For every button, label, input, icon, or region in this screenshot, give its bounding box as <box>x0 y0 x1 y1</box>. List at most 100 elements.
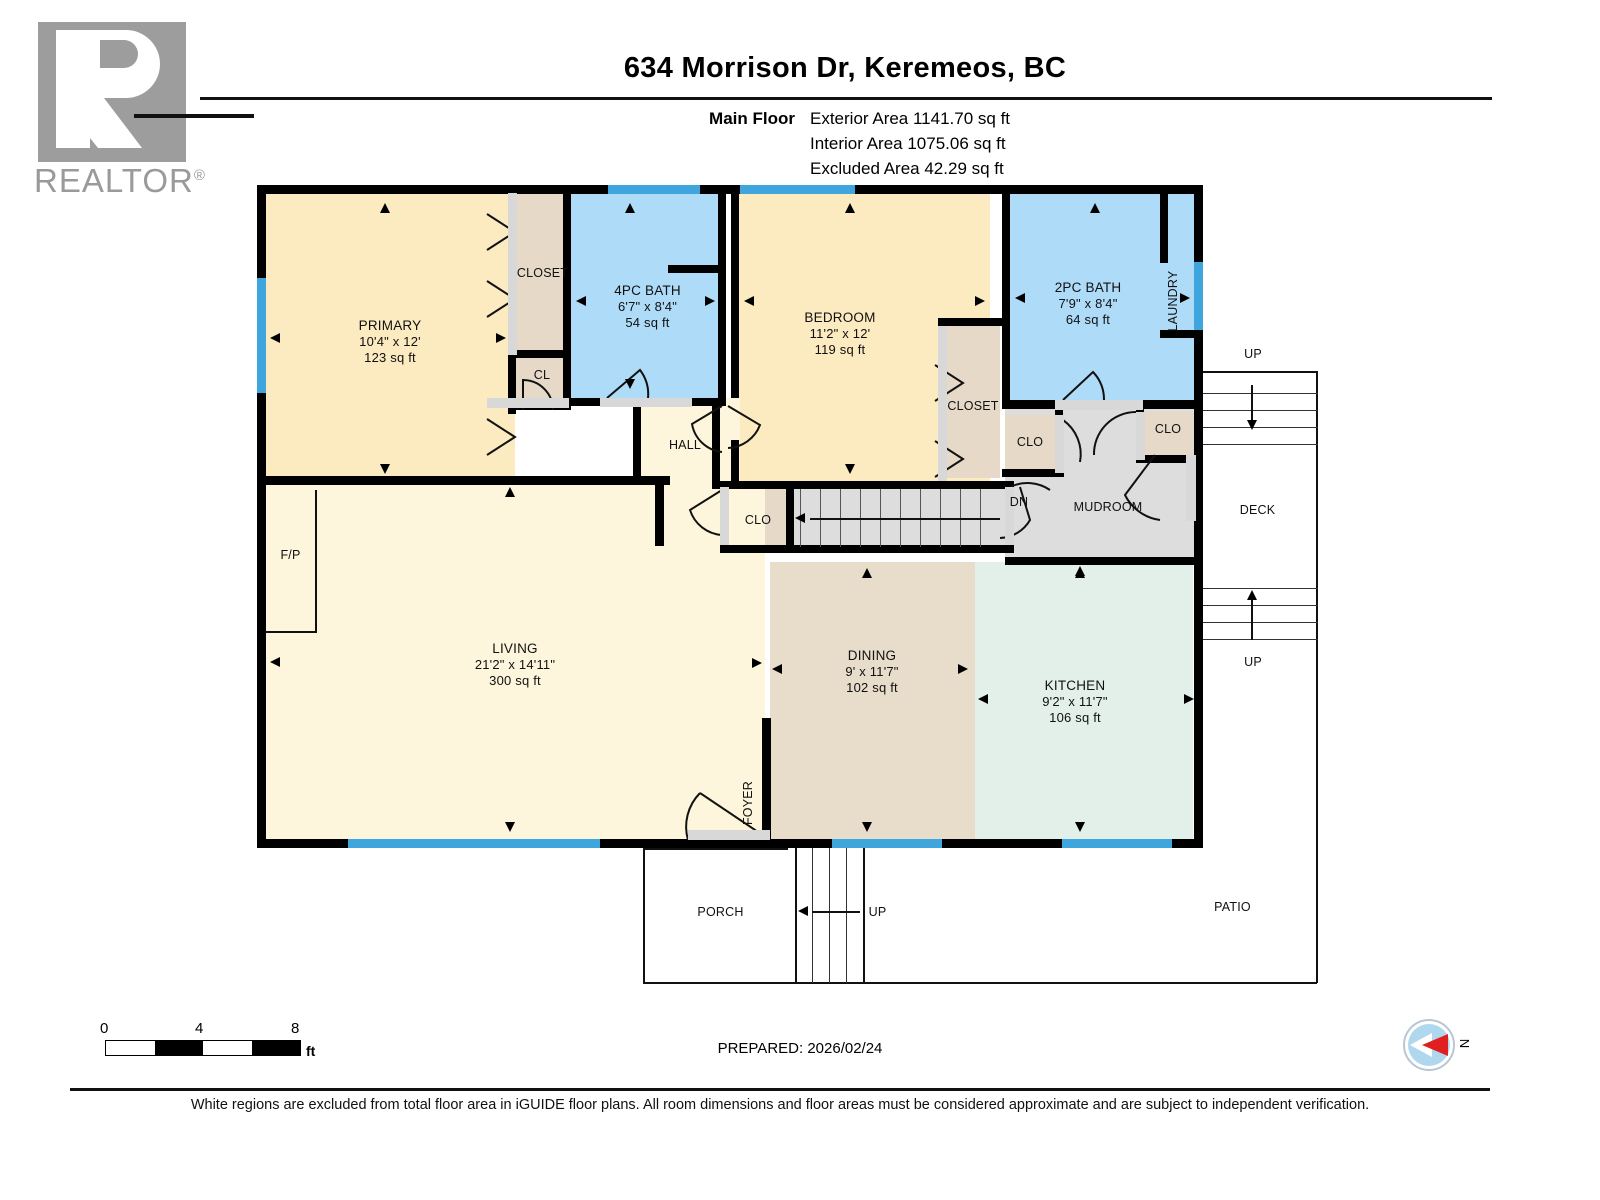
title-divider <box>200 97 1492 100</box>
dim-arrow <box>505 487 515 497</box>
threshold-bath <box>600 398 692 407</box>
scale-unit: ft <box>306 1043 316 1059</box>
deck-step2 <box>1203 622 1318 624</box>
label-cl-primary: CL <box>533 368 551 382</box>
area-hall-fill <box>640 398 740 486</box>
wall-2pc-left <box>1002 193 1010 408</box>
deck-step2 <box>1203 588 1318 590</box>
realtor-r-icon <box>56 30 160 148</box>
scale-seg <box>154 1041 203 1055</box>
room-4pc-bath-fill <box>570 193 725 398</box>
deck-stair-down-arrow <box>1247 420 1257 430</box>
deck-step <box>1203 393 1318 395</box>
wall-bath-left <box>563 193 571 398</box>
footer-divider <box>70 1088 1490 1091</box>
window-bedroom-top <box>740 185 855 194</box>
label-clo-mud-right: CLO <box>1154 422 1182 436</box>
wall-primary-bottom <box>265 476 670 485</box>
wall-laundry-notch <box>1160 193 1168 263</box>
label-closet-bedroom: CLOSET <box>947 399 999 413</box>
threshold-mud-deck <box>1186 455 1196 521</box>
room-primary-fill <box>265 193 515 481</box>
dim-arrow <box>380 203 390 213</box>
threshold-clo-mud-l <box>1055 415 1064 473</box>
label-closet-primary: CLOSET <box>516 266 569 280</box>
wall-living-dining <box>762 718 771 848</box>
dim-arrow <box>845 464 855 474</box>
window-living-bottom <box>348 839 600 848</box>
label-mudroom: MUDROOM <box>1073 500 1143 514</box>
dim-arrow <box>505 822 515 832</box>
wall-living-right-upper <box>655 476 664 546</box>
dim-arrow <box>270 657 280 667</box>
disclaimer-text: White regions are excluded from total fl… <box>190 1097 1370 1113</box>
wall-bedcloset-top <box>938 318 1006 326</box>
wall-mud-kitchen <box>1005 557 1203 565</box>
deck-step <box>1203 427 1318 429</box>
wall-clomud-left-b <box>1002 469 1064 477</box>
window-primary-left <box>257 278 266 393</box>
closet-primary-fill <box>515 193 570 356</box>
dim-arrow <box>752 658 762 668</box>
logo-rule <box>134 114 254 118</box>
label-2pc-bath: 2PC BATH 7'9" x 8'4" 64 sq ft <box>1054 280 1122 327</box>
floor-area-summary: Main Floor Exterior Area 1141.70 sq ft I… <box>700 106 1010 181</box>
deck-stair-arrow-line <box>1251 385 1253 423</box>
room-kitchen-fill <box>975 562 1193 840</box>
deck-outline-top <box>1203 371 1318 373</box>
label-deck: DECK <box>1239 503 1276 517</box>
wall-bedroom-bottom <box>712 481 1012 489</box>
wall-bath-stub <box>668 265 726 273</box>
dim-arrow <box>1015 293 1025 303</box>
dim-arrow <box>845 203 855 213</box>
dim-arrow <box>744 296 754 306</box>
patio-outline-bottom <box>643 982 1317 984</box>
room-living-fill <box>265 481 765 839</box>
deck-step2 <box>1203 639 1318 641</box>
label-dining: DINING 9' x 11'7" 102 sq ft <box>845 648 899 695</box>
compass-icon <box>1403 1019 1455 1071</box>
wall-hall-left <box>633 406 641 481</box>
label-hall: HALL <box>668 438 702 452</box>
dim-arrow <box>975 296 985 306</box>
wall-clohall-bottom <box>720 545 794 553</box>
threshold-primary <box>487 398 569 408</box>
scale-tick-0: 0 <box>100 1020 109 1037</box>
excluded-area: Excluded Area 42.29 sq ft <box>810 159 1004 178</box>
deck-outline-right <box>1316 371 1318 983</box>
label-foyer: FOYER <box>741 780 755 826</box>
realtor-wordmark: REALTOR® <box>34 162 206 199</box>
stair-direction-arrow <box>795 513 805 523</box>
label-kitchen: KITCHEN 9'2" x 11'7" 106 sq ft <box>1042 678 1108 725</box>
wall-clohall-right <box>786 481 794 553</box>
scale-bar <box>105 1040 301 1056</box>
label-4pc-bath: 4PC BATH 6'7" x 8'4" 54 sq ft <box>614 283 681 330</box>
threshold-dn <box>1005 487 1014 545</box>
label-dn: DN <box>1009 495 1029 509</box>
wall-bedroom-left-b <box>731 440 739 488</box>
threshold-foyer <box>688 830 770 840</box>
prepared-date: PREPARED: 2026/02/24 <box>717 1040 883 1057</box>
scale-tick-4: 4 <box>195 1020 204 1037</box>
dim-arrow <box>1180 293 1190 303</box>
closet-mud-right-fill <box>1143 412 1193 460</box>
dim-arrow <box>862 568 872 578</box>
threshold-closet-bedroom <box>938 326 947 481</box>
dim-arrow <box>862 822 872 832</box>
interior-area: Interior Area 1075.06 sq ft <box>810 134 1006 153</box>
room-dining-fill <box>770 562 975 840</box>
deck-step <box>1203 410 1318 412</box>
wall-clomud-right-b <box>1136 455 1198 463</box>
porch-stair-left <box>795 848 797 983</box>
porch-outline-top <box>643 848 788 850</box>
wall-ext-left <box>257 185 266 848</box>
fireplace-outline-bottom <box>265 631 317 633</box>
closet-mud-left-fill <box>1005 415 1055 473</box>
threshold-clo-mud-r <box>1136 412 1145 460</box>
deck-step2 <box>1203 605 1318 607</box>
porch-stair-tread <box>846 848 848 983</box>
wall-bedroom-left <box>731 193 739 398</box>
label-primary: PRIMARY 10'4" x 12' 123 sq ft <box>358 318 422 365</box>
label-living: LIVING 21'2" x 14'11" 300 sq ft <box>474 641 556 688</box>
